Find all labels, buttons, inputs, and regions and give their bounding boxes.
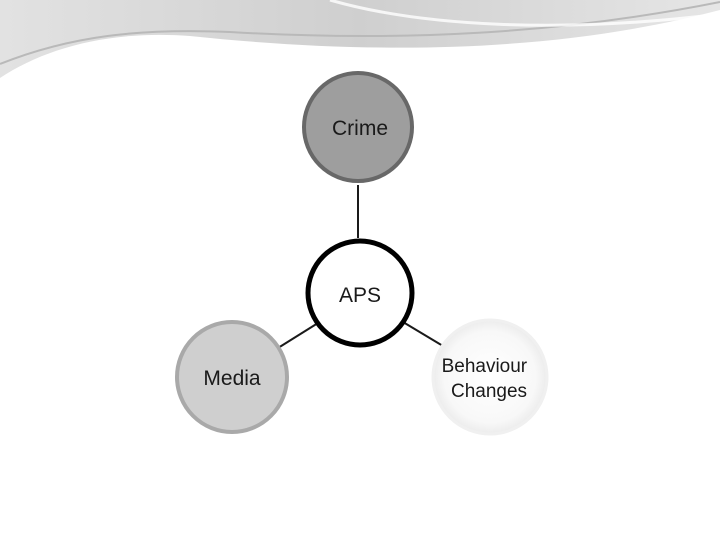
node-center-circle (305, 238, 415, 348)
node-media-label: Media (203, 367, 261, 390)
node-center: APS (305, 238, 415, 348)
node-center-label: APS (339, 284, 381, 307)
node-crime-circle (302, 71, 414, 183)
node-behaviour-circle (431, 318, 549, 436)
node-crime: Crime (302, 71, 414, 183)
node-crime-label: Crime (332, 117, 388, 140)
node-behaviour: Behaviour Changes (431, 318, 549, 436)
header-swoosh (0, 0, 720, 78)
node-behaviour-label: Behaviour Changes (442, 356, 533, 402)
node-media-circle (175, 320, 289, 434)
node-media: Media (175, 320, 289, 434)
node-behaviour-label-line1: Behaviour (442, 356, 528, 377)
connector-center-behaviour (402, 321, 444, 347)
node-behaviour-label-line2: Changes (451, 381, 527, 402)
connector-center-media (277, 322, 319, 349)
